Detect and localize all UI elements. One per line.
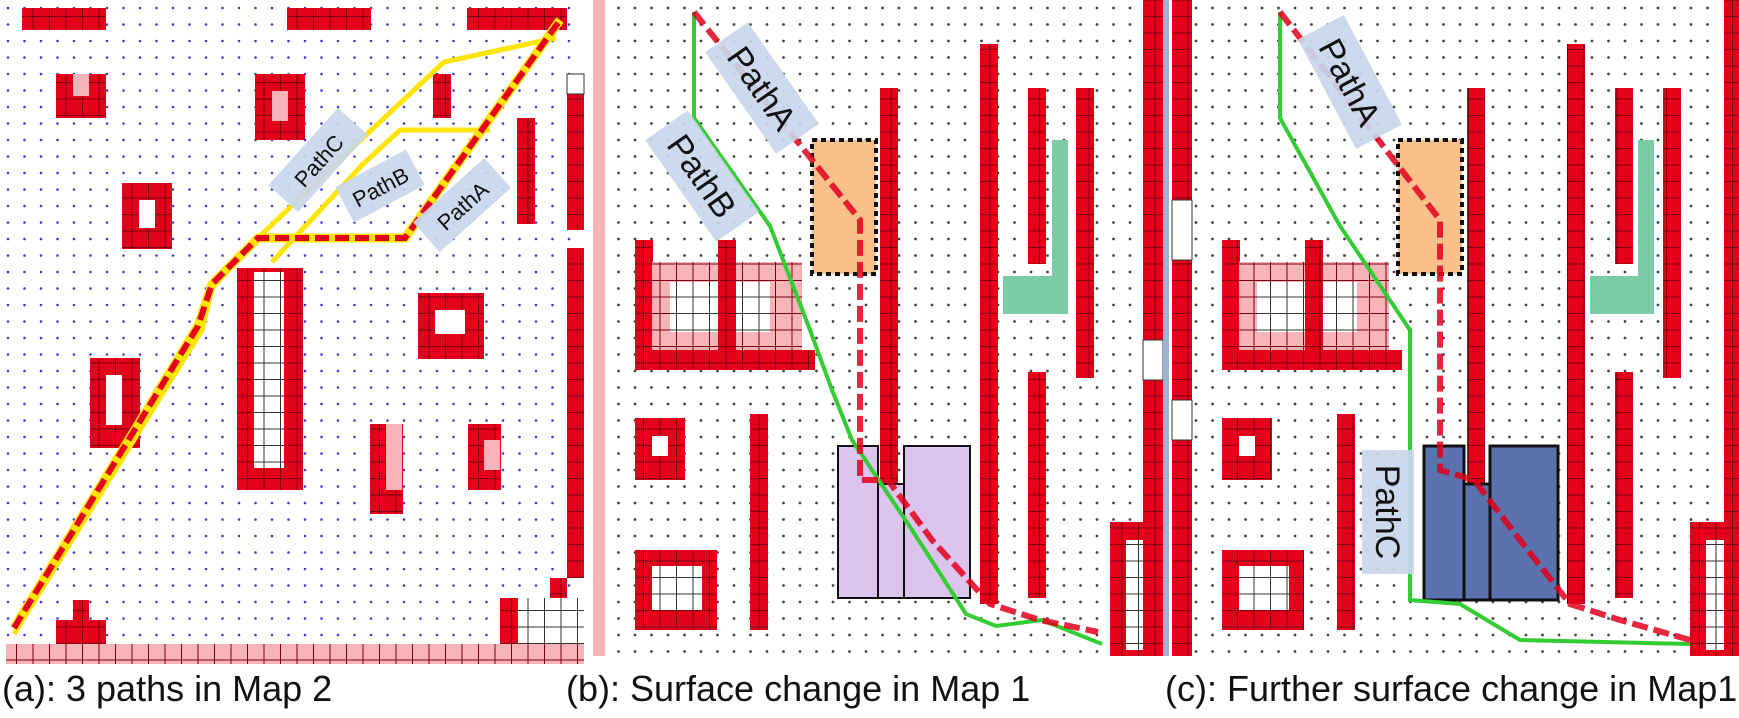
panel-c-left-column <box>1172 0 1192 656</box>
panel-c: PathA PathC <box>1170 0 1739 656</box>
caption-panel-c: (c): Further surface change in Map1 <box>1165 668 1738 709</box>
panel-a-labels: PathC PathB PathA <box>268 107 512 252</box>
panel-a-obstacles <box>6 8 585 664</box>
panel-a-paths <box>10 17 564 636</box>
panel-c-obstacles <box>1222 44 1724 656</box>
panel-b: PathA PathB <box>593 0 1169 656</box>
caption-panel-a: (a): 3 paths in Map 2 <box>2 668 333 709</box>
panel-a: PathC PathB PathA <box>6 6 585 664</box>
caption-panel-b: (b): Surface change in Map 1 <box>566 668 1031 709</box>
panel-b-left-strip <box>593 0 605 656</box>
panel-b-paths <box>691 10 1103 646</box>
panel-b-right-column <box>1143 0 1163 656</box>
orange-zone-b <box>810 138 878 276</box>
path-label-c-2: PathC <box>1368 465 1406 560</box>
panel-b-obstacles <box>635 44 1143 656</box>
teal-zone-b <box>1003 140 1068 314</box>
orange-zone-c <box>1396 138 1464 276</box>
teal-zone-c <box>1590 140 1654 314</box>
